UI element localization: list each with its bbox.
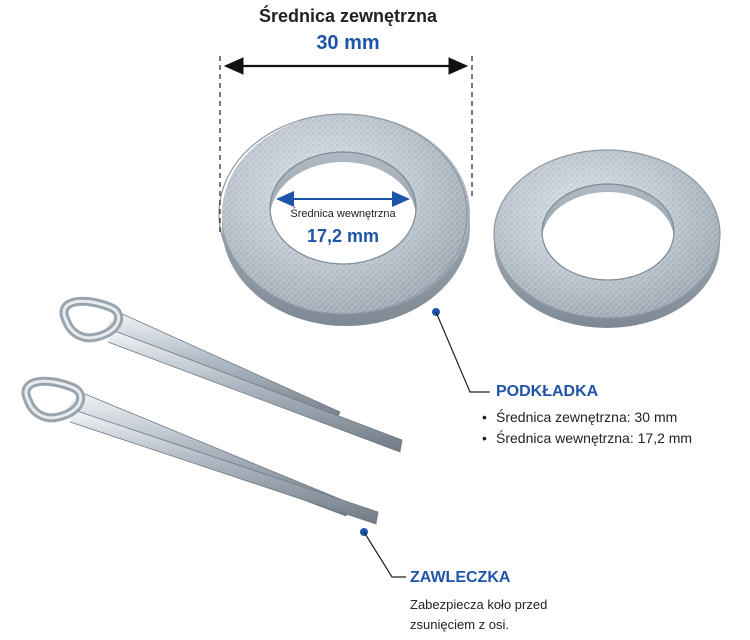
outer-diameter-dimension bbox=[219, 56, 473, 232]
inner-diameter-value: 17,2 mm bbox=[306, 226, 380, 246]
inner-diameter-title: Średnica wewnętrzna bbox=[290, 208, 396, 220]
pin-description-line-1: Zabezpiecza koło przed bbox=[410, 597, 548, 612]
washer-callout-line bbox=[432, 308, 490, 393]
cotter-pin-photo bbox=[59, 296, 403, 453]
pin-callout-description: Zabezpiecza koło przed zsunięciem z osi. bbox=[410, 595, 610, 635]
washer-spec-outer: Średnica zewnętrzna: 30 mm bbox=[482, 407, 692, 428]
washer-callout-title: PODKŁADKA bbox=[496, 383, 599, 400]
washer-large bbox=[218, 113, 470, 326]
pin-callout-title: ZAWLECZKA bbox=[410, 569, 511, 586]
pin-callout-line bbox=[360, 528, 406, 578]
washer-spec-inner: Średnica wewnętrzna: 17,2 mm bbox=[482, 428, 692, 449]
washer-spec-list: Średnica zewnętrzna: 30 mm Średnica wewn… bbox=[482, 407, 692, 449]
washer-small bbox=[493, 149, 721, 328]
pin-description-line-2: zsunięciem z osi. bbox=[410, 617, 509, 632]
cotter-pin-photo bbox=[21, 376, 379, 525]
outer-diameter-title: Średnica zewnętrzna bbox=[258, 6, 438, 26]
outer-diameter-value: 30 mm bbox=[316, 32, 380, 54]
